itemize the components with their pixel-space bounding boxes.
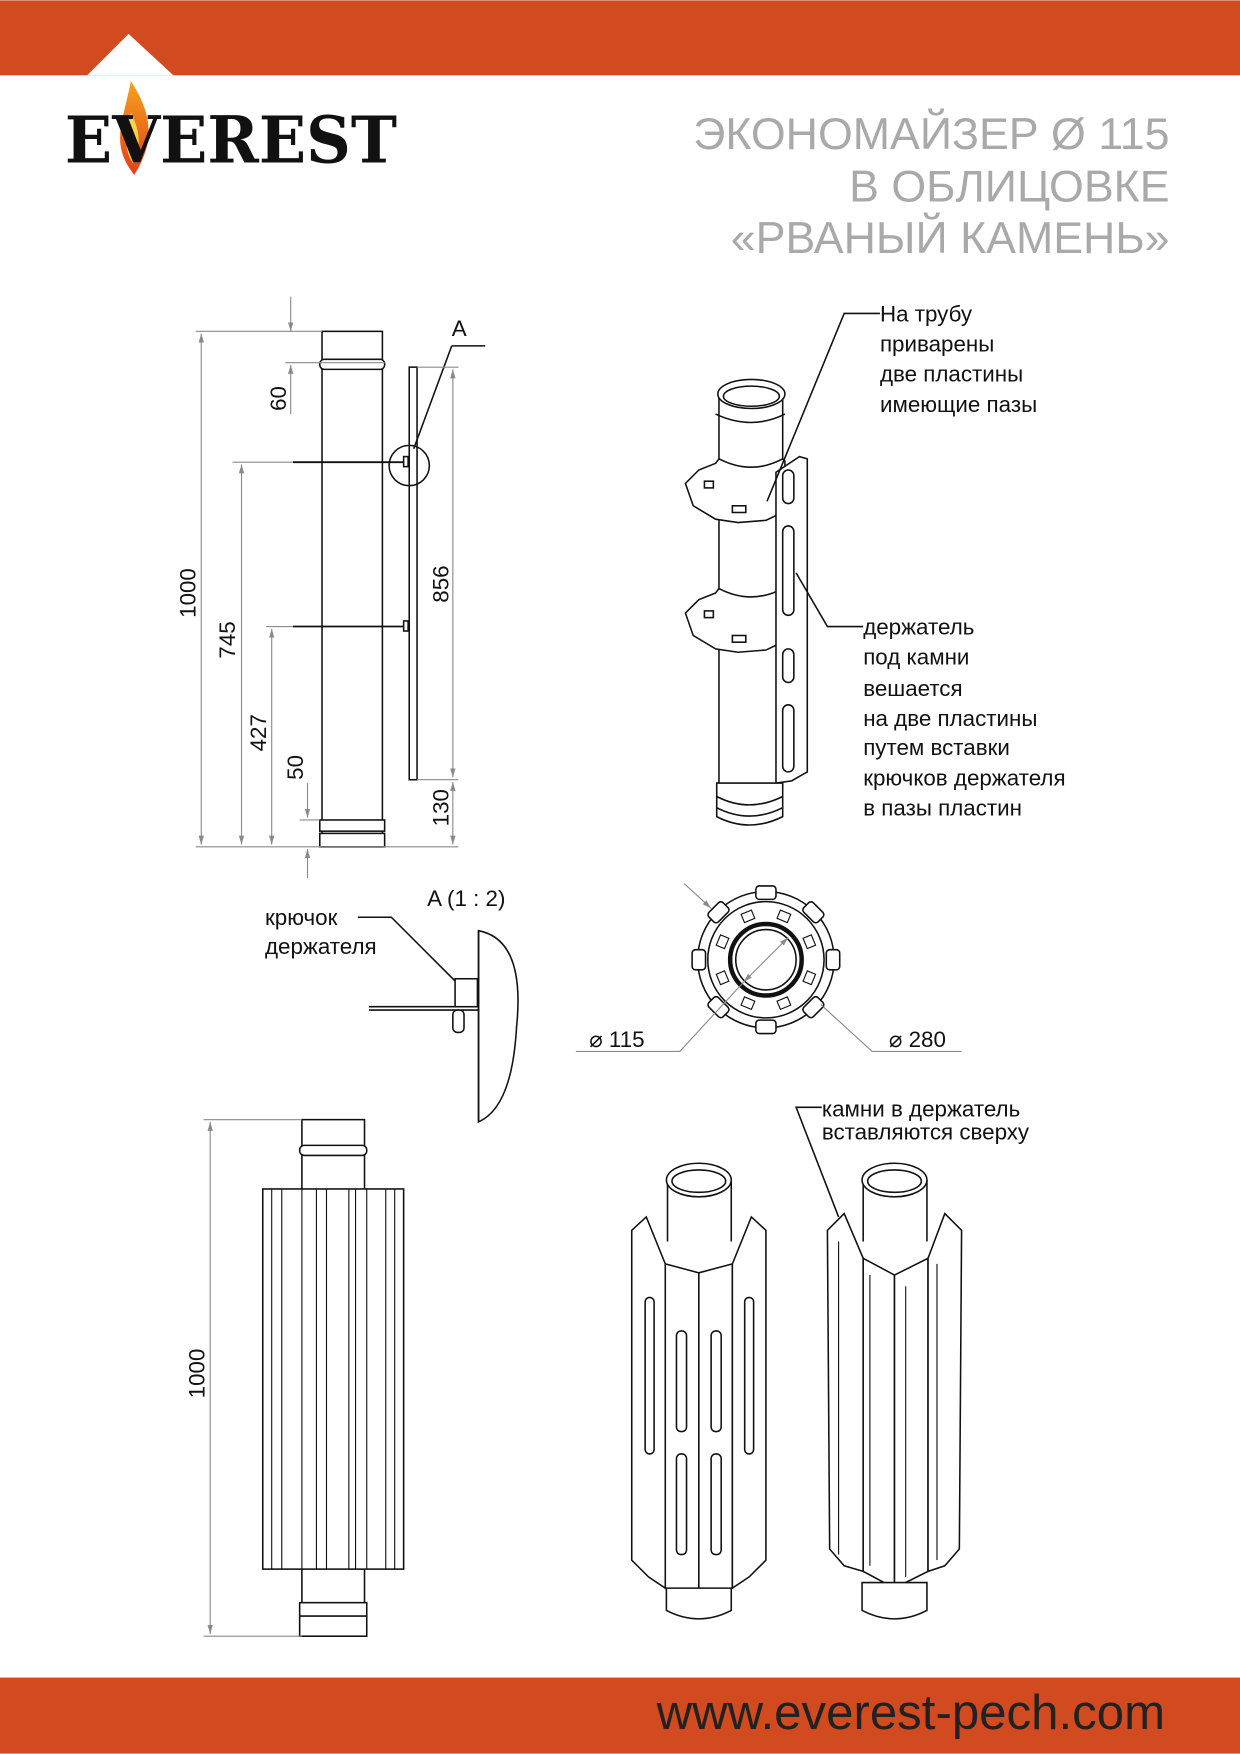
- inner-diameter-label: ⌀ 115: [589, 1027, 644, 1052]
- dim-top-collar: 60: [266, 386, 291, 411]
- detail-a-title: A (1 : 2): [427, 886, 505, 911]
- plate-tab: [707, 901, 730, 924]
- plate-slot: [802, 970, 817, 986]
- header-band: [0, 0, 1240, 76]
- page-title: ЭКОНОМАЙЗЕР Ø 115 В ОБЛИЦОВКЕ «РВАНЫЙ КА…: [693, 108, 1169, 263]
- note-plates: На трубу приварены две пластины имеющие …: [880, 301, 1037, 417]
- website-url[interactable]: www.everest-pech.com: [656, 1685, 1165, 1740]
- plate-tab: [802, 995, 825, 1019]
- plate-slot: [802, 934, 817, 950]
- hook-label: держателя: [265, 934, 377, 959]
- side-view-drawing: A 1000 745 427 60 50 856 130: [176, 296, 486, 879]
- note-line: в пазы пластин: [863, 796, 1022, 821]
- plate-tab: [707, 995, 730, 1019]
- title-line-3: «РВАНЫЙ КАМЕНЬ»: [731, 212, 1170, 263]
- plate-slot: [776, 909, 792, 924]
- note-line: две пластины: [880, 362, 1023, 387]
- clad-elevation-drawing: 1000: [185, 1118, 405, 1637]
- dim-lower-plate: 427: [246, 714, 271, 751]
- note-line: на две пластины: [863, 706, 1037, 731]
- dim-total: 1000: [176, 568, 201, 618]
- stones-note-line: камни в держатель: [822, 1096, 1020, 1121]
- dim-upper-plate: 745: [215, 621, 240, 658]
- isometric-holders-drawing: камни в держатель вставляются сверху: [630, 1096, 1030, 1620]
- note-line: вешается: [863, 676, 962, 701]
- note-line: под камни: [863, 645, 969, 670]
- dim-holder: 856: [428, 565, 453, 602]
- dim-holder-offset: 130: [428, 789, 453, 826]
- note-line: крючков держателя: [863, 765, 1065, 790]
- note-line: На трубу: [880, 301, 973, 326]
- detail-a-drawing: A (1 : 2) крючок держателя: [265, 886, 519, 1124]
- isometric-pipe-drawing: На трубу приварены две пластины имеющие …: [684, 301, 1066, 826]
- dim-clad-total: 1000: [185, 1349, 210, 1399]
- plate-slot: [740, 909, 756, 924]
- note-line: приварены: [880, 331, 994, 356]
- plate-slot: [740, 996, 756, 1011]
- note-line: путем вставки: [863, 735, 1010, 760]
- logo-text: EVEREST: [65, 103, 397, 179]
- detail-marker-a: A: [452, 316, 467, 341]
- title-line-2: В ОБЛИЦОВКЕ: [849, 163, 1169, 212]
- plate-tab: [825, 948, 841, 971]
- dim-bottom-ring: 50: [283, 755, 308, 780]
- everest-logo: EVEREST: [65, 80, 397, 179]
- title-line-1: ЭКОНОМАЙЗЕР Ø 115: [693, 108, 1169, 159]
- plate-tab: [691, 948, 707, 971]
- note-line: держатель: [863, 614, 974, 639]
- plate-tab: [755, 1019, 777, 1035]
- top-view-drawing: ⌀ 115 ⌀ 280: [575, 883, 962, 1052]
- footer-band: www.everest-pech.com: [0, 1677, 1240, 1754]
- note-holder: держатель под камни вешается на две плас…: [863, 614, 1065, 820]
- note-line: имеющие пазы: [880, 392, 1037, 417]
- stones-note-line: вставляются сверху: [822, 1120, 1030, 1145]
- outer-diameter-label: ⌀ 280: [889, 1027, 946, 1052]
- hook-label: крючок: [265, 905, 338, 930]
- mountain-notch: [87, 33, 174, 76]
- plate-tab: [802, 901, 825, 924]
- plate-slot: [776, 996, 792, 1011]
- plate-slot: [715, 970, 730, 986]
- plate-tab: [755, 885, 777, 901]
- plate-slot: [715, 934, 730, 950]
